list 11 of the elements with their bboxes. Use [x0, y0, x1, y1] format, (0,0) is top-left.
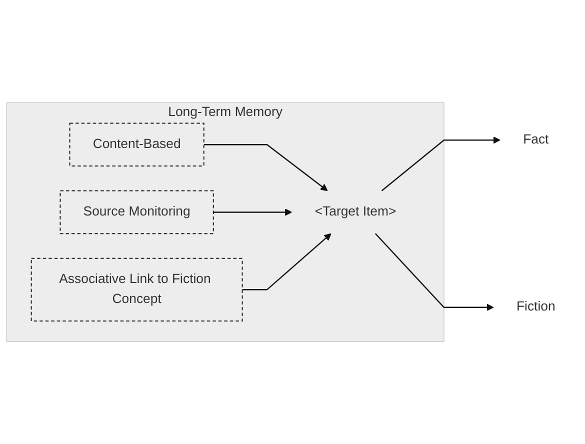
node-box: Source Monitoring: [60, 190, 214, 234]
arrow: [381, 136, 500, 192]
node-box: Associative Link to Fiction Concept: [30, 258, 243, 322]
node-box: Content-Based: [69, 122, 204, 166]
node-text: Fact: [523, 132, 549, 147]
arrow: [204, 144, 328, 191]
arrow: [374, 233, 494, 311]
node-text: <Target Item>: [314, 204, 396, 219]
arrow: [213, 208, 292, 216]
node-text: Fiction: [516, 300, 556, 314]
arrow: [242, 233, 332, 290]
